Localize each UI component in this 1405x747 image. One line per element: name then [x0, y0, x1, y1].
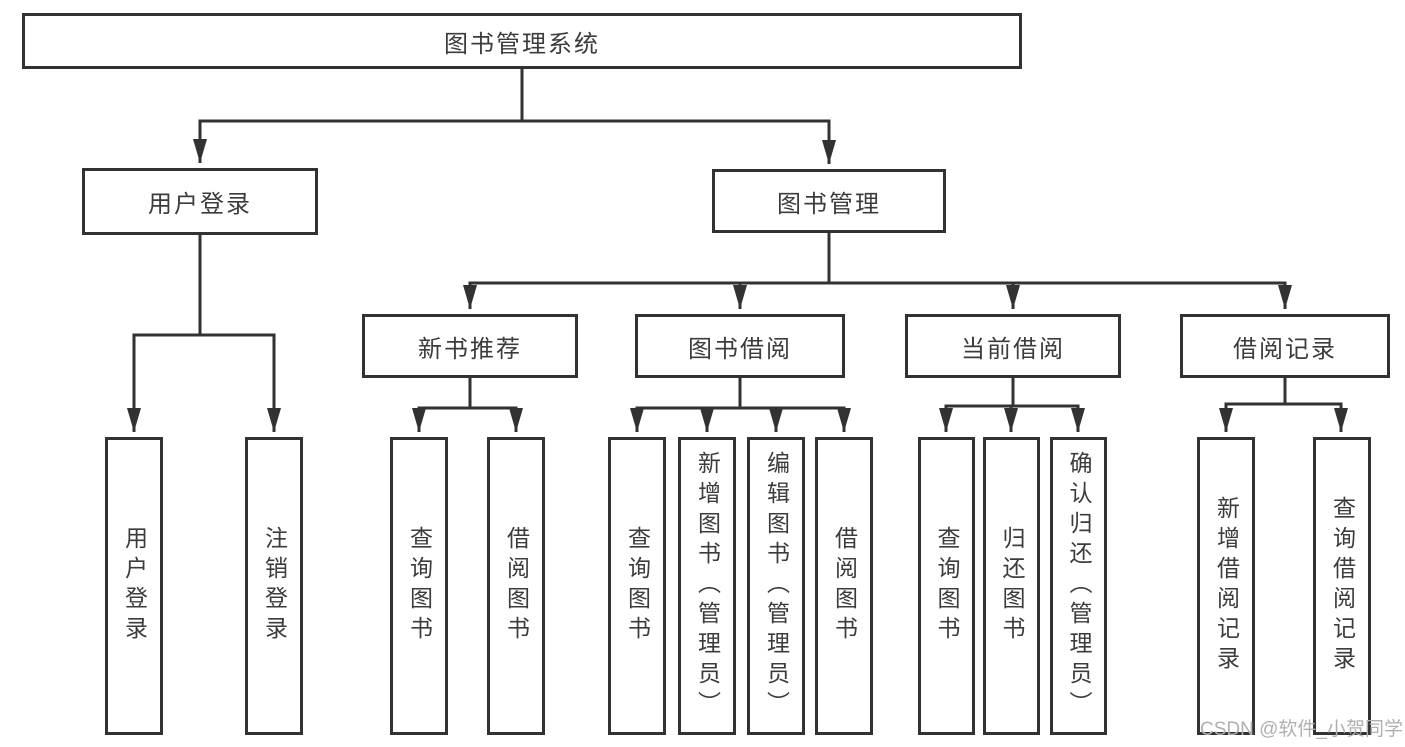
leaf-user-login-label: 用户登录: [121, 526, 148, 646]
leaf-current-confirm-return-admin-label: 确认归还（管理员）: [1066, 451, 1092, 721]
node-current-borrow-label: 当前借阅: [961, 335, 1065, 363]
node-new-book-recommend-label: 新书推荐: [418, 335, 522, 363]
leaf-borrow-edit-books-admin-label: 编辑图书（管理员）: [763, 451, 790, 721]
node-book-management-label: 图书管理: [777, 190, 881, 218]
node-root: 图书管理系统: [22, 13, 1022, 69]
leaf-records-add-borrow-record-label: 新增借阅记录: [1213, 496, 1240, 676]
leaf-user-login: 用户登录: [105, 437, 163, 735]
leaf-logout-login: 注销登录: [245, 437, 303, 735]
leaf-records-query-borrow-record-label: 查询借阅记录: [1329, 496, 1356, 676]
leaf-logout-login-label: 注销登录: [261, 526, 288, 646]
leaf-borrow-edit-books-admin: 编辑图书（管理员）: [747, 437, 805, 735]
leaf-borrow-add-books-admin-label: 新增图书（管理员）: [694, 451, 721, 721]
leaf-newbook-borrow-books-label: 借阅图书: [503, 526, 530, 646]
node-borrow-records-label: 借阅记录: [1233, 335, 1337, 363]
node-book-management: 图书管理: [712, 169, 946, 233]
node-new-book-recommend: 新书推荐: [362, 314, 578, 378]
leaf-current-query-books: 查询图书: [918, 437, 975, 735]
leaf-records-add-borrow-record: 新增借阅记录: [1197, 437, 1255, 735]
node-book-borrow: 图书借阅: [635, 314, 845, 378]
node-book-borrow-label: 图书借阅: [688, 335, 792, 363]
leaf-borrow-query-books-label: 查询图书: [624, 526, 651, 646]
node-root-label: 图书管理系统: [444, 30, 600, 58]
leaf-current-return-books: 归还图书: [983, 437, 1040, 735]
csdn-watermark: CSDN @软件_小贺同学: [1200, 719, 1403, 740]
leaf-newbook-query-books-label: 查询图书: [406, 526, 433, 646]
leaf-current-return-books-label: 归还图书: [999, 526, 1025, 646]
leaf-current-confirm-return-admin: 确认归还（管理员）: [1050, 437, 1107, 735]
leaf-borrow-query-books: 查询图书: [608, 437, 666, 735]
node-user-login: 用户登录: [82, 168, 318, 235]
node-user-login-label: 用户登录: [148, 191, 252, 218]
node-current-borrow: 当前借阅: [905, 314, 1121, 378]
leaf-newbook-query-books: 查询图书: [390, 437, 448, 735]
node-borrow-records: 借阅记录: [1180, 314, 1390, 378]
leaf-borrow-borrow-books: 借阅图书: [815, 437, 873, 735]
leaf-current-query-books-label: 查询图书: [934, 526, 960, 646]
leaf-newbook-borrow-books: 借阅图书: [487, 437, 545, 735]
leaf-borrow-add-books-admin: 新增图书（管理员）: [678, 437, 736, 735]
leaf-borrow-borrow-books-label: 借阅图书: [831, 526, 858, 646]
leaf-records-query-borrow-record: 查询借阅记录: [1313, 437, 1371, 735]
